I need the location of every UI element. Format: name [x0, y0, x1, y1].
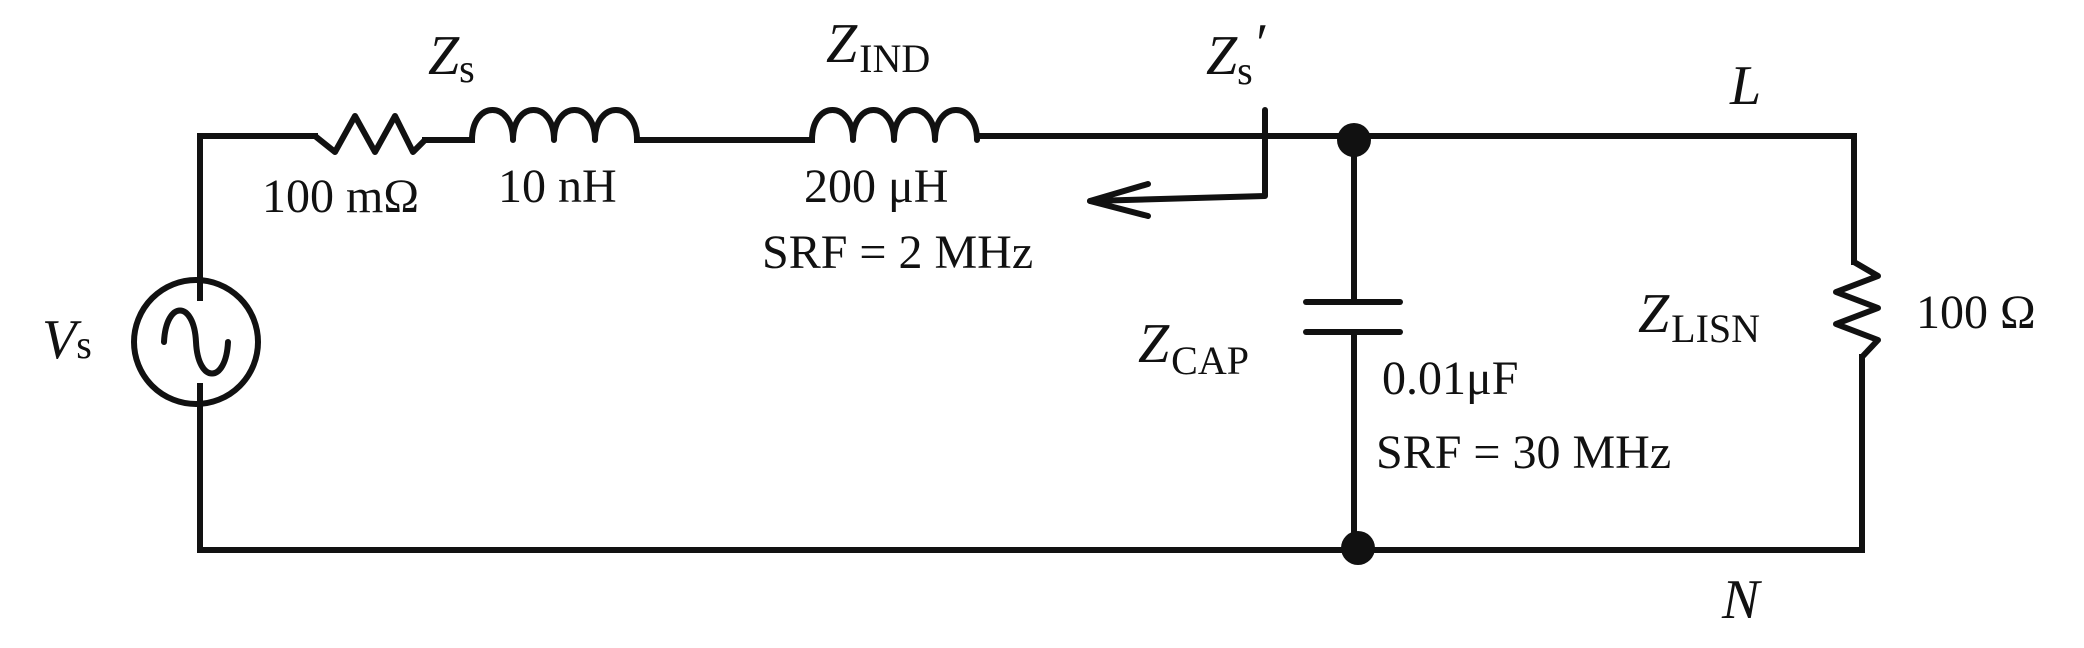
source-inductor-value: 10 nH [498, 160, 617, 213]
source-circle [131, 277, 261, 407]
source-impedance-label: Zs [428, 25, 475, 91]
source-resistor-value: 100 mΩ [262, 170, 419, 223]
wire-top-rail [974, 133, 1857, 265]
filter-capacitor [1303, 299, 1403, 335]
wire-bottom-rail [197, 354, 1865, 553]
filter-inductor [809, 107, 980, 143]
filter-capacitor-srf: SRF = 30 MHz [1376, 426, 1671, 479]
junction-top [1337, 123, 1371, 157]
lisn-label: ZLISN [1638, 283, 1760, 351]
filter-capacitor-value: 0.01μF [1382, 352, 1518, 405]
source-label: Vs [42, 309, 92, 371]
lisn-resistor [1833, 259, 1881, 360]
sine-wave-icon [161, 307, 231, 377]
source-impedance-subscript: s [459, 46, 475, 91]
filter-inductor-label: ZIND [826, 13, 930, 81]
source-resistor [312, 113, 428, 155]
junction-bottom [1341, 531, 1375, 565]
wires [197, 133, 1865, 553]
looking-impedance-label: Zs′ [1206, 13, 1266, 93]
looking-impedance-subscript: s [1237, 48, 1253, 93]
arrow-shaft [1087, 107, 1268, 204]
looking-impedance-prime: ′ [1253, 13, 1266, 75]
looking-impedance-symbol: Z [1206, 25, 1238, 87]
line-label: L [1729, 55, 1761, 117]
wire-left-top [197, 133, 318, 301]
filter-inductor-subscript: IND [859, 36, 930, 81]
filter-capacitor-symbol: Z [1138, 313, 1170, 375]
lisn-value: 100 Ω [1916, 286, 2036, 339]
arrow-head-icon [1087, 181, 1151, 219]
looking-in-arrow [1087, 107, 1268, 219]
filter-inductor-value: 200 μH [804, 160, 948, 213]
neutral-label: N [1721, 569, 1762, 631]
lisn-subscript: LISN [1671, 306, 1760, 351]
source-symbol: V [42, 309, 82, 371]
lisn-symbol: Z [1638, 283, 1670, 345]
source-subscript: s [76, 322, 92, 367]
ac-voltage-source [131, 277, 261, 407]
filter-capacitor-label: ZCAP [1138, 313, 1249, 383]
filter-inductor-srf: SRF = 2 MHz [762, 226, 1033, 279]
source-inductor [469, 107, 640, 143]
filter-capacitor-subscript: CAP [1171, 338, 1249, 383]
source-impedance-symbol: Z [428, 25, 460, 87]
filter-inductor-symbol: Z [826, 13, 858, 75]
